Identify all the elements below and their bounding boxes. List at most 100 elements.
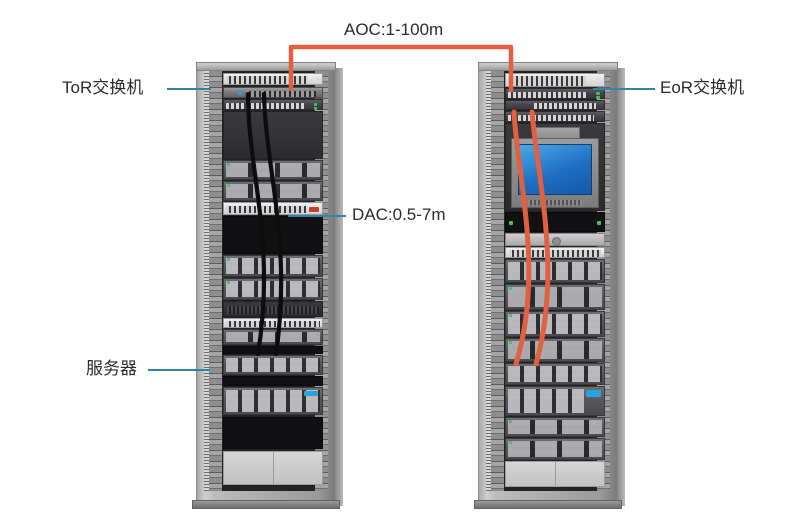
eor-switch-3-ports (508, 115, 594, 121)
eor-switch-led-b (596, 96, 600, 99)
aoc-cable-1 (511, 109, 532, 367)
right-keyboard-tray-led-right (597, 221, 601, 225)
right-server-1-drive-bays (508, 287, 602, 307)
left-server-3 (223, 255, 323, 277)
left-blank-panel-low (223, 417, 323, 449)
left-storage-array (223, 387, 323, 415)
right-server-2-led (509, 314, 512, 317)
left-rack-base (192, 500, 340, 509)
kvm-monitor-screen (518, 144, 592, 195)
right-server-5 (505, 417, 605, 437)
right-rack-base (474, 500, 622, 509)
aoc-cable-2 (529, 109, 551, 367)
tor-switch-label: ToR交换机 (62, 78, 144, 97)
right-rack (474, 62, 625, 509)
right-server-6-led (509, 441, 512, 444)
right-server-4-drive-bays (508, 366, 602, 382)
left-storage-array-drive-bays (226, 390, 320, 412)
eor-leader-line (593, 88, 655, 90)
right-keyboard-tray-led-left (509, 221, 513, 225)
eor-switch-ports (508, 92, 588, 98)
aoc-label: AOC:1-100m (344, 20, 444, 39)
right-ups-panel-divider (555, 462, 556, 486)
tor-switch (223, 87, 323, 98)
left-patch-panel (223, 73, 323, 85)
tor-switch-ports (246, 91, 316, 97)
left-fiber-tray (223, 202, 323, 215)
left-cable-manager-vent (227, 306, 319, 314)
tor-switch-lower-led-b (314, 107, 317, 110)
left-storage-array-status-led (304, 391, 318, 396)
dac-cable-group (245, 91, 284, 357)
left-server-bay-unit (223, 355, 323, 375)
right-server-6 (505, 438, 605, 460)
right-server-4 (505, 363, 605, 385)
left-server-3-led (227, 258, 230, 261)
right-storage-array-1 (505, 259, 605, 283)
left-fiber-tray-alarm-led (309, 207, 319, 212)
left-server-4-led (227, 281, 230, 284)
eor-switch (505, 88, 605, 99)
right-storage-array-2-drive-bays (508, 389, 584, 413)
left-patch-panel-2-ports (226, 321, 320, 327)
left-blank-panel-mid (223, 216, 323, 254)
eor-switch-label: EoR交换机 (660, 78, 745, 97)
right-server-5-led (509, 420, 512, 423)
right-server-5-drive-bays (508, 420, 602, 434)
left-cable-manager (223, 301, 323, 317)
dac-cable-1 (245, 91, 267, 357)
right-server-6-drive-bays (508, 441, 602, 457)
right-patch-strip-ports (509, 250, 601, 257)
eor-switch-led-a (596, 92, 600, 95)
server-leader-line (148, 369, 210, 371)
right-server-1 (505, 284, 605, 310)
right-storage-array-1-drive-bays (508, 262, 602, 280)
right-rack-interior (486, 71, 610, 491)
right-server-3-led (509, 341, 512, 344)
server-label: 服务器 (86, 359, 137, 378)
right-server-1-led (509, 287, 512, 290)
left-server-bay-unit-drive-bays (226, 358, 320, 372)
tor-switch-status-led (238, 92, 242, 95)
right-rack-side-shadow (618, 68, 625, 506)
left-rack-top-cap (196, 62, 336, 71)
kvm-monitor (511, 138, 599, 208)
right-rack-rail-perforation (486, 71, 491, 491)
left-blank-panel-upper (223, 111, 323, 159)
left-server-2-led (227, 184, 230, 187)
eor-switch-2 (505, 100, 605, 110)
left-server-4-drive-bays (226, 281, 320, 297)
aoc-overhead-path (288, 44, 514, 92)
dac-label: DAC:0.5-7m (352, 205, 446, 224)
tor-switch-lower-led-a (314, 103, 317, 106)
right-patch-panel (505, 73, 605, 87)
left-patch-panel-ports (226, 76, 308, 84)
right-storage-array-2 (505, 386, 605, 416)
right-vent-panel-knob (552, 237, 561, 246)
right-patch-strip (505, 247, 605, 258)
dac-leader-line (288, 215, 346, 217)
left-fiber-tray-ports (226, 206, 306, 213)
left-blank-gap-2 (223, 376, 323, 386)
left-server-5 (223, 329, 323, 345)
left-server-4 (223, 278, 323, 300)
left-server-5-drive-bays (226, 332, 320, 342)
right-keyboard-tray (505, 212, 605, 232)
left-patch-panel-2 (223, 318, 323, 328)
eor-switch-2-ports (534, 103, 596, 109)
left-rack-rail-perforation (204, 71, 209, 491)
left-rack-side-shadow (336, 68, 343, 506)
left-ups-panel (223, 451, 323, 485)
left-server-1-led (227, 163, 230, 166)
left-server-3-drive-bays (226, 258, 320, 274)
right-patch-panel-ports (508, 76, 586, 86)
left-rack (192, 62, 343, 509)
right-storage-array-2-display (586, 390, 601, 397)
left-rack-rail-left (209, 71, 222, 491)
left-blank-gap (223, 346, 323, 354)
right-server-2-drive-bays (508, 314, 602, 334)
right-rack-top-cap (478, 62, 618, 71)
left-rack-interior (204, 71, 328, 491)
right-server-3-drive-bays (508, 341, 602, 359)
